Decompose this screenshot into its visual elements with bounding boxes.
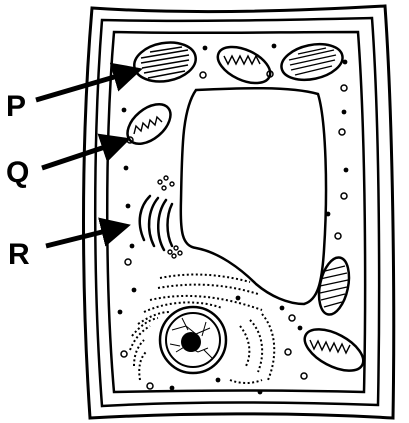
nucleus <box>160 307 226 373</box>
label-q: Q <box>6 156 29 189</box>
arrow-r <box>46 226 126 246</box>
vesicles <box>121 71 347 389</box>
nucleolus <box>181 332 201 352</box>
label-p: P <box>6 90 26 123</box>
golgi-apparatus-r <box>140 176 182 258</box>
mitochondrion-bottom-right <box>298 321 370 379</box>
endoplasmic-reticulum <box>130 275 274 383</box>
chloroplast-right <box>314 255 353 318</box>
chloroplast-p <box>131 38 199 86</box>
ribosomes <box>118 44 349 395</box>
vacuole <box>181 88 326 304</box>
mitochondrion-top <box>212 40 275 91</box>
chloroplast-top-right <box>278 39 346 85</box>
label-r: R <box>8 238 30 271</box>
cell-wall-outer <box>84 6 394 418</box>
